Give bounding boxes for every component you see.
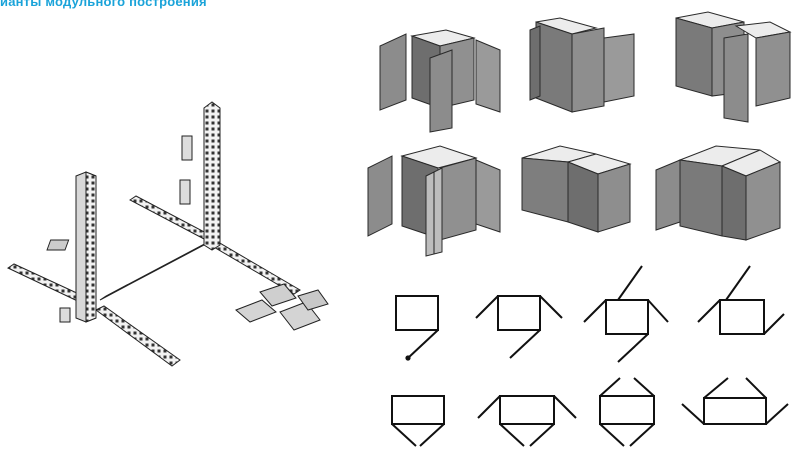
- scheme-7: [599, 377, 655, 447]
- frame-rail-right: [211, 241, 301, 295]
- page-title: ианты модульного построения: [0, 0, 207, 9]
- scheme-5: [391, 395, 445, 447]
- frame-rail-back: [129, 195, 213, 241]
- frame-bracket-1: [181, 135, 193, 161]
- cabinet-config-3: [675, 11, 792, 123]
- scheme-1: [395, 295, 439, 361]
- cabinet-config-1: [379, 29, 501, 133]
- cabinet-config-5: [521, 145, 632, 233]
- scheme-3: [583, 265, 669, 363]
- frame-bracket-4: [59, 307, 71, 323]
- frame-bracket-2: [179, 179, 191, 205]
- frame-assembly: [6, 101, 329, 367]
- scheme-6: [477, 395, 577, 447]
- frame-post-right: [203, 101, 221, 251]
- layout-schemes: [391, 265, 789, 447]
- frame-rail-middle: [99, 239, 213, 301]
- scheme-8: [681, 377, 789, 425]
- frame-rail-front: [95, 305, 181, 367]
- cabinet-configurations: [367, 11, 792, 257]
- frame-corner-hardware: [235, 283, 329, 331]
- scheme-2: [475, 295, 563, 359]
- scheme-4: [697, 265, 785, 335]
- cabinet-config-4: [367, 145, 501, 257]
- cabinet-config-2: [529, 17, 635, 113]
- frame-bracket-3: [46, 239, 70, 251]
- cabinet-config-6: [655, 145, 782, 241]
